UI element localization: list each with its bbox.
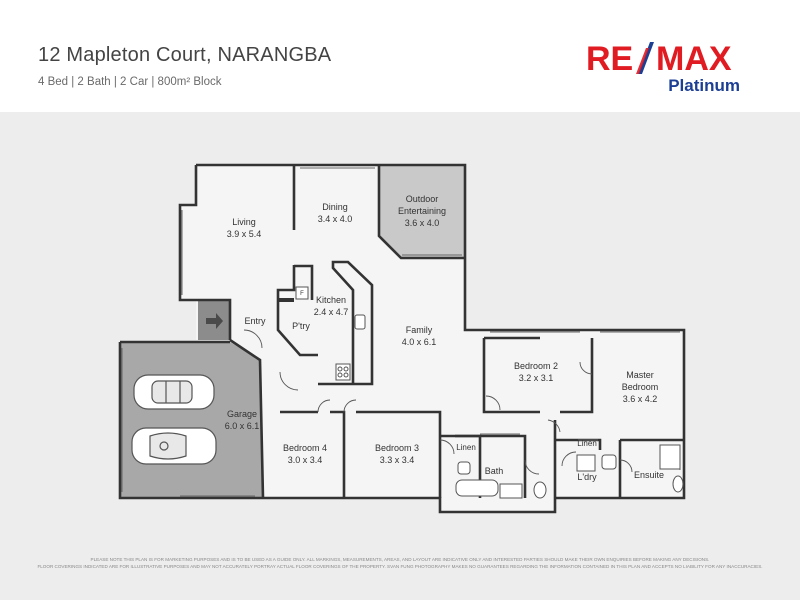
garage-floor <box>120 342 263 498</box>
car-top <box>133 374 215 410</box>
garage-size: 6.0 x 6.1 <box>225 421 260 431</box>
outdoor-label-2: Entertaining <box>398 206 446 216</box>
floor-plan-area: Living 3.9 x 5.4 Dining 3.4 x 4.0 Outdoo… <box>0 112 800 600</box>
fixtures <box>295 286 684 499</box>
master-size: 3.6 x 4.2 <box>623 394 658 404</box>
dining-size: 3.4 x 4.0 <box>318 214 353 224</box>
living-label: Living <box>232 217 256 227</box>
floor-fill <box>180 165 684 512</box>
bedroom3-label: Bedroom 3 <box>375 443 419 453</box>
remax-logo: RE MAX Platinum <box>586 40 740 95</box>
bedroom4-size: 3.0 x 3.4 <box>288 455 323 465</box>
outdoor-entertaining-floor <box>379 165 465 258</box>
master-label-1: Master <box>626 370 654 380</box>
logo-slash <box>636 42 654 74</box>
bedroom2-size: 3.2 x 3.1 <box>519 373 554 383</box>
fridge-label: F <box>300 291 304 297</box>
laundry-label: L'dry <box>577 472 597 482</box>
car-bottom <box>131 427 217 465</box>
garage-label: Garage <box>227 409 257 419</box>
thin-lines <box>121 167 681 497</box>
linen2-label: Linen <box>577 439 597 448</box>
dining-label: Dining <box>322 202 348 212</box>
family-size: 4.0 x 6.1 <box>402 337 437 347</box>
floor-plan: Living 3.9 x 5.4 Dining 3.4 x 4.0 Outdoo… <box>118 163 686 514</box>
ensuite-label: Ensuite <box>634 470 664 480</box>
kitchen-size: 2.4 x 4.7 <box>314 307 349 317</box>
door-swings <box>243 329 633 475</box>
property-address: 12 Mapleton Court, NARANGBA <box>38 44 332 66</box>
outdoor-label-1: Outdoor <box>406 194 439 204</box>
entry-label: Entry <box>244 316 266 326</box>
room-labels: Living 3.9 x 5.4 Dining 3.4 x 4.0 Outdoo… <box>225 194 664 482</box>
logo-re: RE <box>586 40 633 78</box>
listing-header: 12 Mapleton Court, NARANGBA 4 Bed | 2 Ba… <box>0 0 800 112</box>
pantry-label: P'try <box>292 321 310 331</box>
logo-tagline: Platinum <box>668 76 740 95</box>
outdoor-size: 3.6 x 4.0 <box>405 218 440 228</box>
bath-label: Bath <box>485 466 504 476</box>
disclaimer-line-2: FLOOR COVERINGS INDICATED ARE FOR ILLUST… <box>37 564 763 569</box>
property-features: 4 Bed | 2 Bath | 2 Car | 800m² Block <box>38 76 222 88</box>
kitchen-label: Kitchen <box>316 295 346 305</box>
linen1-label: Linen <box>456 443 476 452</box>
master-label-2: Bedroom <box>622 382 659 392</box>
entry-arrow <box>206 313 223 329</box>
kitchen-wall-block <box>278 298 294 302</box>
living-size: 3.9 x 5.4 <box>227 229 262 239</box>
walls <box>118 163 686 514</box>
bedroom4-label: Bedroom 4 <box>283 443 327 453</box>
disclaimer: PLEASE NOTE THIS PLAN IS FOR MARKETING P… <box>0 556 800 570</box>
disclaimer-line-1: PLEASE NOTE THIS PLAN IS FOR MARKETING P… <box>90 557 710 562</box>
logo-max: MAX <box>656 40 732 78</box>
bedroom2-label: Bedroom 2 <box>514 361 558 371</box>
bedroom3-size: 3.3 x 3.4 <box>380 455 415 465</box>
family-label: Family <box>406 325 433 335</box>
